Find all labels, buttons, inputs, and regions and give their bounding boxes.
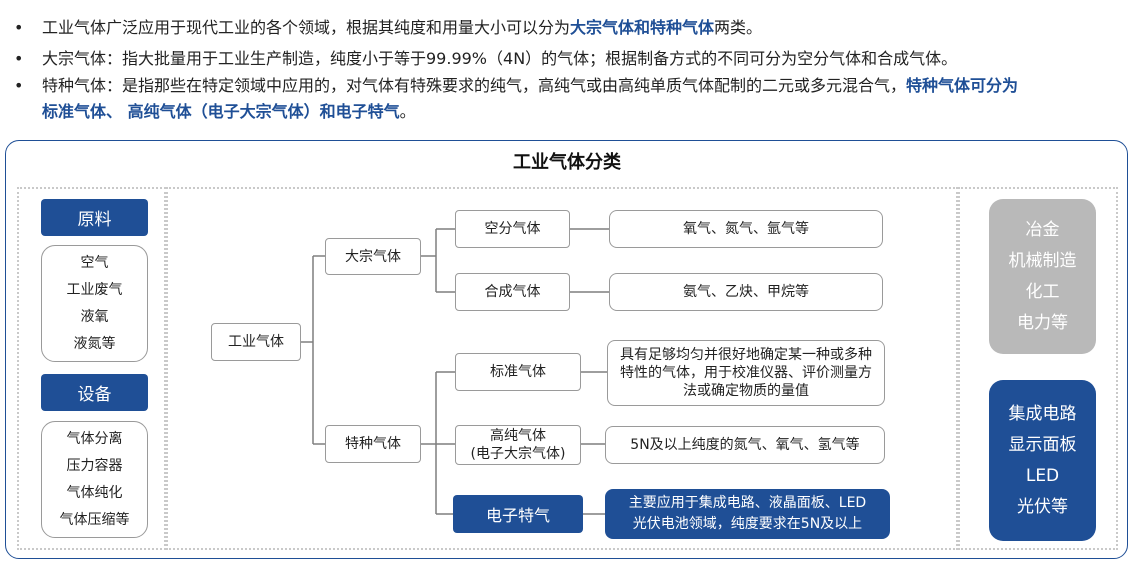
equipment-header: 设备 [41,374,148,411]
list-item: LED [1025,465,1060,486]
bullet-2-text: 大宗气体：指大批量用于工业生产制造，纯度小于等于99.99%（4N）的气体；根据… [42,49,958,68]
diagram-frame [5,140,1128,559]
node-special-gas: 特种气体 [325,425,421,463]
bullet-3-highlight-b: 标准气体、 高纯气体（电子大宗气体）和电子特气 [42,102,400,121]
raw-materials-header: 原料 [41,199,148,236]
desc-high-purity-gas: 5N及以上纯度的氮气、氧气、氢气等 [605,426,885,464]
electronic-applications-card: 集成电路 显示面板 LED 光伏等 [989,380,1096,541]
desc-synthetic-gas: 氨气、乙炔、甲烷等 [609,273,883,311]
bullet-dot: • [14,49,24,68]
desc-standard-gas: 具有足够均匀并很好地确定某一种或多种特性的气体，用于校准仪器、评价测量方法或确定… [607,340,885,406]
list-item: 机械制造 [1008,250,1077,271]
list-item: 压力容器 [66,457,123,474]
list-item: 液氧 [80,308,109,325]
desc-electronic-line2: 光伏电池领域，纯度要求在5N及以上 [632,516,863,532]
node-high-purity-gas: 高纯气体 (电子大宗气体) [455,425,581,465]
list-item: 冶金 [1025,219,1060,240]
left-panel [17,187,166,550]
bullet-1-tail: 两类。 [714,18,763,37]
list-item: 液氮等 [73,335,116,352]
list-item: 气体压缩等 [59,511,130,528]
diagram-title: 工业气体分类 [513,152,621,173]
bullet-3-highlight-a: 特种气体可分为 [906,76,1019,95]
bullet-1-text: 工业气体广泛应用于现代工业的各个领域，根据其纯度和用量大小可以分为 [42,18,571,37]
equipment-list: 气体分离 压力容器 气体纯化 气体压缩等 [41,421,148,538]
list-item: 集成电路 [1008,403,1077,424]
node-high-purity-gas-line2: (电子大宗气体) [470,446,566,462]
node-standard-gas: 标准气体 [455,353,581,391]
list-item: 显示面板 [1008,434,1077,455]
node-synthetic-gas: 合成气体 [455,273,570,311]
bullet-dot: • [14,18,24,37]
list-item: 化工 [1025,281,1060,302]
node-electronic-special-gas: 电子特气 [453,495,583,533]
list-item: 电力等 [1017,312,1068,333]
traditional-applications-card: 冶金 机械制造 化工 电力等 [989,199,1096,354]
list-item: 气体纯化 [66,484,123,501]
node-air-separation-gas: 空分气体 [455,210,570,248]
list-item: 光伏等 [1017,496,1068,517]
node-high-purity-gas-line1: 高纯气体 [490,428,546,444]
list-item: 空气 [80,254,109,271]
list-item: 气体分离 [66,430,123,447]
bullet-dot: • [14,76,24,95]
node-industrial-gas: 工业气体 [211,323,301,361]
desc-electronic-line1: 主要应用于集成电路、液晶面板、LED [628,495,867,511]
bullet-3-text: 特种气体：是指那些在特定领域中应用的，对气体有特殊要求的纯气，高纯气或由高纯单质… [42,76,907,95]
desc-electronic-special-gas: 主要应用于集成电路、液晶面板、LED 光伏电池领域，纯度要求在5N及以上 [605,489,890,539]
node-bulk-gas: 大宗气体 [325,238,421,275]
middle-panel [166,187,958,550]
desc-air-separation-gas: 氧气、氮气、氩气等 [609,210,883,248]
list-item: 工业废气 [66,281,123,298]
bullet-1-highlight: 大宗气体和特种气体 [570,18,715,37]
raw-materials-list: 空气 工业废气 液氧 液氮等 [41,245,148,362]
right-panel [958,187,1118,550]
bullet-3-tail: 。 [399,102,416,121]
